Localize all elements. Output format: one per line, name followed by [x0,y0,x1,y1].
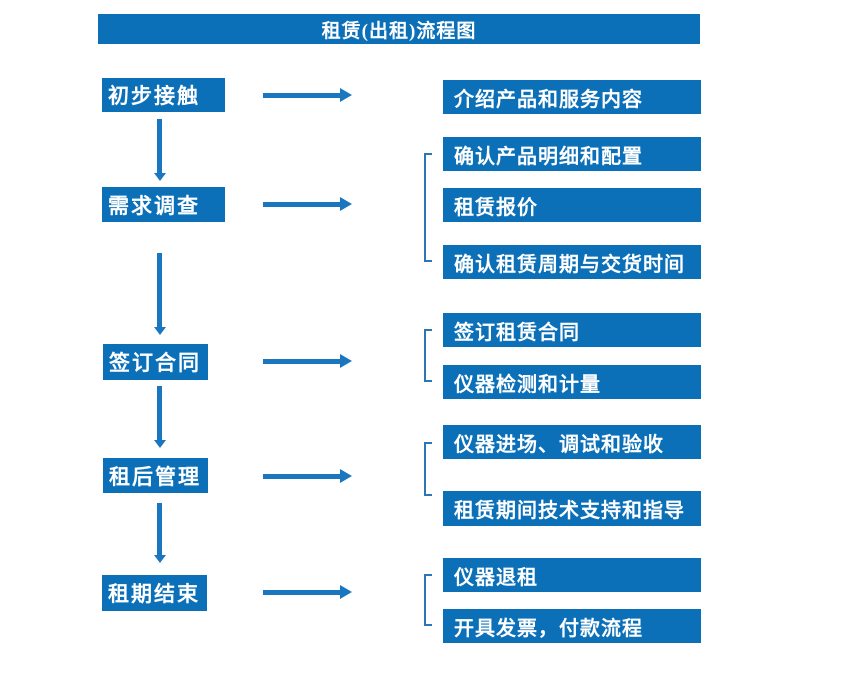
detail-box-invoice-payment: 开具发票，付款流程 [443,609,701,643]
detail-box-confirm-details: 确认产品明细和配置 [443,137,701,171]
step-box-rental-end: 租期结束 [102,575,207,611]
detail-box-instrument-check: 仪器检测和计量 [443,365,701,399]
flowchart-title: 租赁(出租)流程图 [98,14,700,44]
arrow-down-4-icon [153,503,166,563]
detail-box-confirm-period: 确认租赁周期与交货时间 [443,245,701,279]
group-bracket-5-icon [424,574,432,626]
step-box-sign-contract: 签订合同 [103,344,208,380]
arrow-down-2-icon [153,253,166,335]
group-bracket-2-icon [424,153,432,262]
detail-box-sign-lease: 签订租赁合同 [443,313,701,347]
detail-box-return-instrument: 仪器退租 [443,558,701,592]
step-box-initial-contact: 初步接触 [102,78,225,112]
arrow-right-2-icon [263,197,352,211]
arrow-right-4-icon [263,469,352,483]
arrow-right-5-icon [263,585,352,599]
arrow-right-1-icon [263,88,352,102]
step-box-demand-survey: 需求调查 [102,187,225,222]
detail-box-rental-quote: 租赁报价 [443,188,701,222]
group-bracket-3-icon [424,329,432,382]
arrow-down-3-icon [153,386,166,448]
arrow-down-1-icon [153,119,166,181]
detail-box-intro-products: 介绍产品和服务内容 [443,80,701,114]
group-bracket-4-icon [424,442,432,496]
step-box-post-rental: 租后管理 [103,458,208,493]
arrow-right-3-icon [263,354,352,368]
detail-box-instrument-setup: 仪器进场、调试和验收 [443,425,701,459]
detail-box-tech-support: 租赁期间技术支持和指导 [443,491,701,526]
